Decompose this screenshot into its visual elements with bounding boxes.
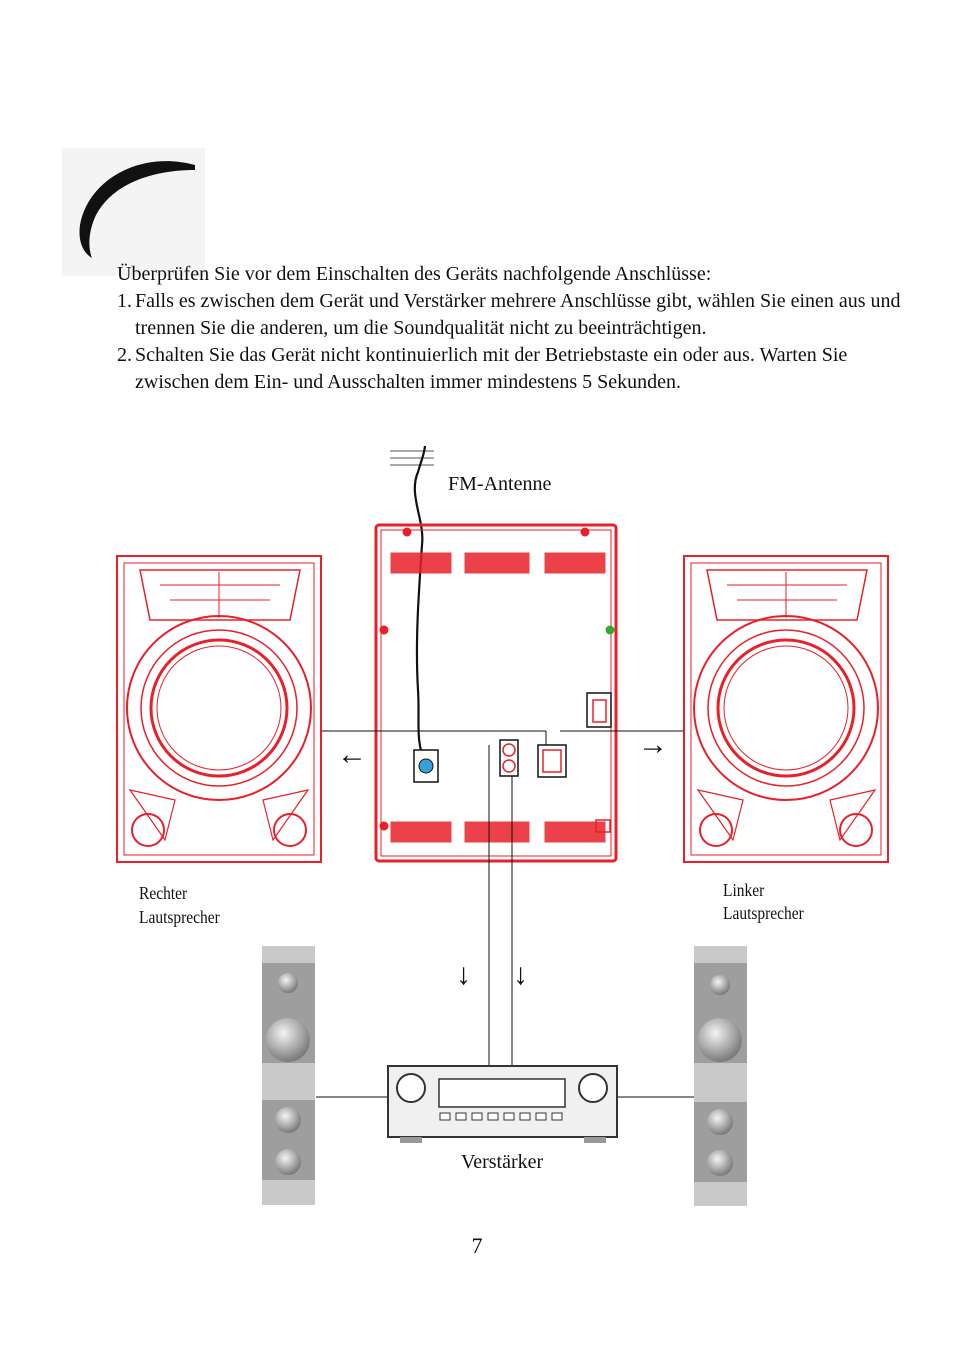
steps-list: 1. Falls es zwischen dem Gerät und Verst… <box>117 288 917 396</box>
vents-bottom <box>390 821 606 843</box>
step-text: Falls es zwischen dem Gerät und Verstärk… <box>135 290 901 339</box>
intro-block: Überprüfen Sie vor dem Einschalten des G… <box>117 261 917 396</box>
list-item: 2. Schalten Sie das Gerät nicht kontinui… <box>117 342 917 396</box>
amplifier-label: Verstärker <box>461 1151 544 1173</box>
right-speaker <box>116 555 322 863</box>
arrow-down-icon: ↓ <box>513 958 528 991</box>
vents-top <box>390 552 606 574</box>
tower-speaker-left <box>262 946 315 1205</box>
step-number: 2. <box>117 344 132 366</box>
page-number: 7 <box>471 1233 483 1258</box>
amplifier <box>387 1065 618 1143</box>
right-speaker-label-line1: Rechter <box>139 883 188 903</box>
right-speaker-label-line2: Lautsprecher <box>139 907 220 927</box>
fm-antenna <box>390 445 434 763</box>
list-item: 1. Falls es zwischen dem Gerät und Verst… <box>117 288 917 342</box>
tower-speaker-right <box>694 946 747 1206</box>
left-speaker <box>683 555 889 863</box>
decorative-swoosh <box>62 148 205 276</box>
left-speaker-label-line1: Linker <box>723 880 765 900</box>
step-text: Schalten Sie das Gerät nicht kontinuierl… <box>135 344 848 393</box>
arrow-down-icon: ↓ <box>456 958 471 991</box>
intro-text: Überprüfen Sie vor dem Einschalten des G… <box>117 263 712 285</box>
arrow-right-icon: → <box>638 728 668 761</box>
antenna-label: FM-Antenne <box>448 473 552 495</box>
left-speaker-label-line2: Lautsprecher <box>723 903 804 923</box>
main-unit <box>374 523 618 863</box>
step-number: 1. <box>117 290 132 312</box>
arrow-left-icon: ← <box>337 738 367 771</box>
connection-lines <box>316 730 694 1098</box>
